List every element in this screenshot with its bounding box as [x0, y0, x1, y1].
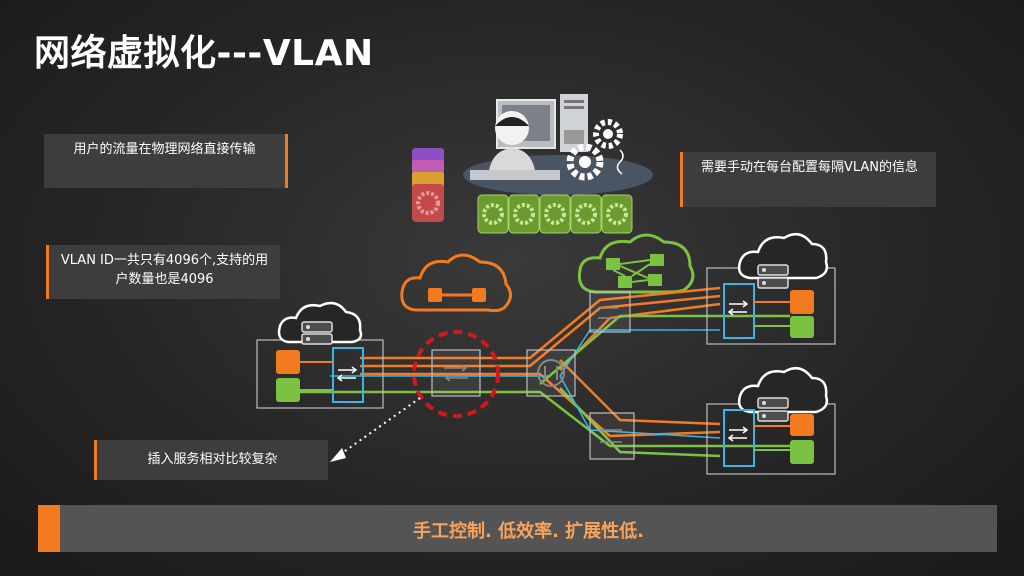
- footer-bar: 手工控制. 低效率. 扩展性低.: [38, 505, 997, 552]
- callout-manual-config: 需要手动在每台配置每隔VLAN的信息: [680, 152, 936, 207]
- config-gear-row: [477, 194, 633, 234]
- host-right-bottom: [706, 366, 836, 475]
- orange-cloud-icon: [400, 253, 512, 313]
- callout-service-insert: 插入服务相对比较复杂: [94, 440, 328, 480]
- dotted-arrow: [330, 397, 421, 462]
- green-cloud-icon: [577, 233, 695, 294]
- switch-upper: [589, 291, 631, 333]
- host-right-top: [706, 232, 836, 345]
- footer-text: 手工控制. 低效率. 扩展性低.: [412, 521, 645, 542]
- vlan-config-stack-icon: [412, 148, 444, 222]
- host-left: [256, 301, 384, 409]
- highlight-circle: [412, 330, 500, 418]
- callout-traffic: 用户的流量在物理网络直接传输: [44, 134, 288, 188]
- callout-vlan-limit: VLAN ID一共只有4096个,支持的用户数量也是4096: [46, 245, 280, 299]
- switch-center: [431, 349, 481, 397]
- admin-operator-icon: [463, 94, 653, 195]
- page-title: 网络虚拟化---VLAN: [34, 33, 374, 74]
- switch-lower: [589, 412, 635, 460]
- router-core: [526, 349, 576, 397]
